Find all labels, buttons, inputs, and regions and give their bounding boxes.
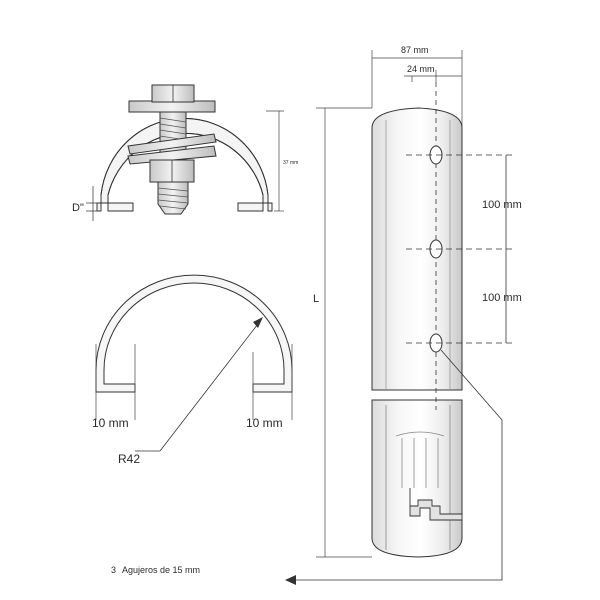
hole-spacing-2-label: 100 mm: [482, 292, 522, 304]
post-slot: [409, 488, 463, 521]
clamp-height-dimension: [266, 110, 284, 212]
hole-spacing-1-label: 100 mm: [482, 199, 522, 211]
pipe-diameter-dimension: [86, 186, 97, 221]
top-washer: [128, 100, 216, 113]
hole-count: 3: [111, 565, 116, 575]
flange-right-label: 10 mm: [246, 416, 283, 430]
width-dimensions: [371, 50, 463, 128]
hole-note: 3 Agujeros de 15 mm: [111, 565, 200, 575]
width-total-label: 87 mm: [401, 45, 429, 55]
pipe-diameter-label: D": [72, 202, 84, 214]
clamp-plate-upper: [127, 133, 217, 155]
bracket-profile-view: 10 mm 10 mm R42: [92, 274, 293, 466]
bracket-profile: [95, 274, 293, 393]
hole-note-leader: [290, 349, 503, 581]
radius-leader: [135, 317, 263, 452]
hole-note-text: Agujeros de 15 mm: [122, 565, 200, 575]
clamp-assembly-view: 37 mm D": [72, 84, 298, 221]
flange-left-label: 10 mm: [92, 416, 129, 430]
width-inner-label: 24 mm: [407, 64, 435, 74]
radius-label: R42: [118, 452, 140, 466]
post-lower-section: [371, 399, 463, 558]
post-elevation-view: 100 mm 100 mm 87 mm 24 mm L: [285, 45, 522, 585]
length-dimension: [316, 107, 372, 558]
length-label: L: [313, 293, 319, 305]
clamp-height-label: 37 mm: [283, 160, 298, 166]
bolt-tip: [157, 181, 189, 215]
